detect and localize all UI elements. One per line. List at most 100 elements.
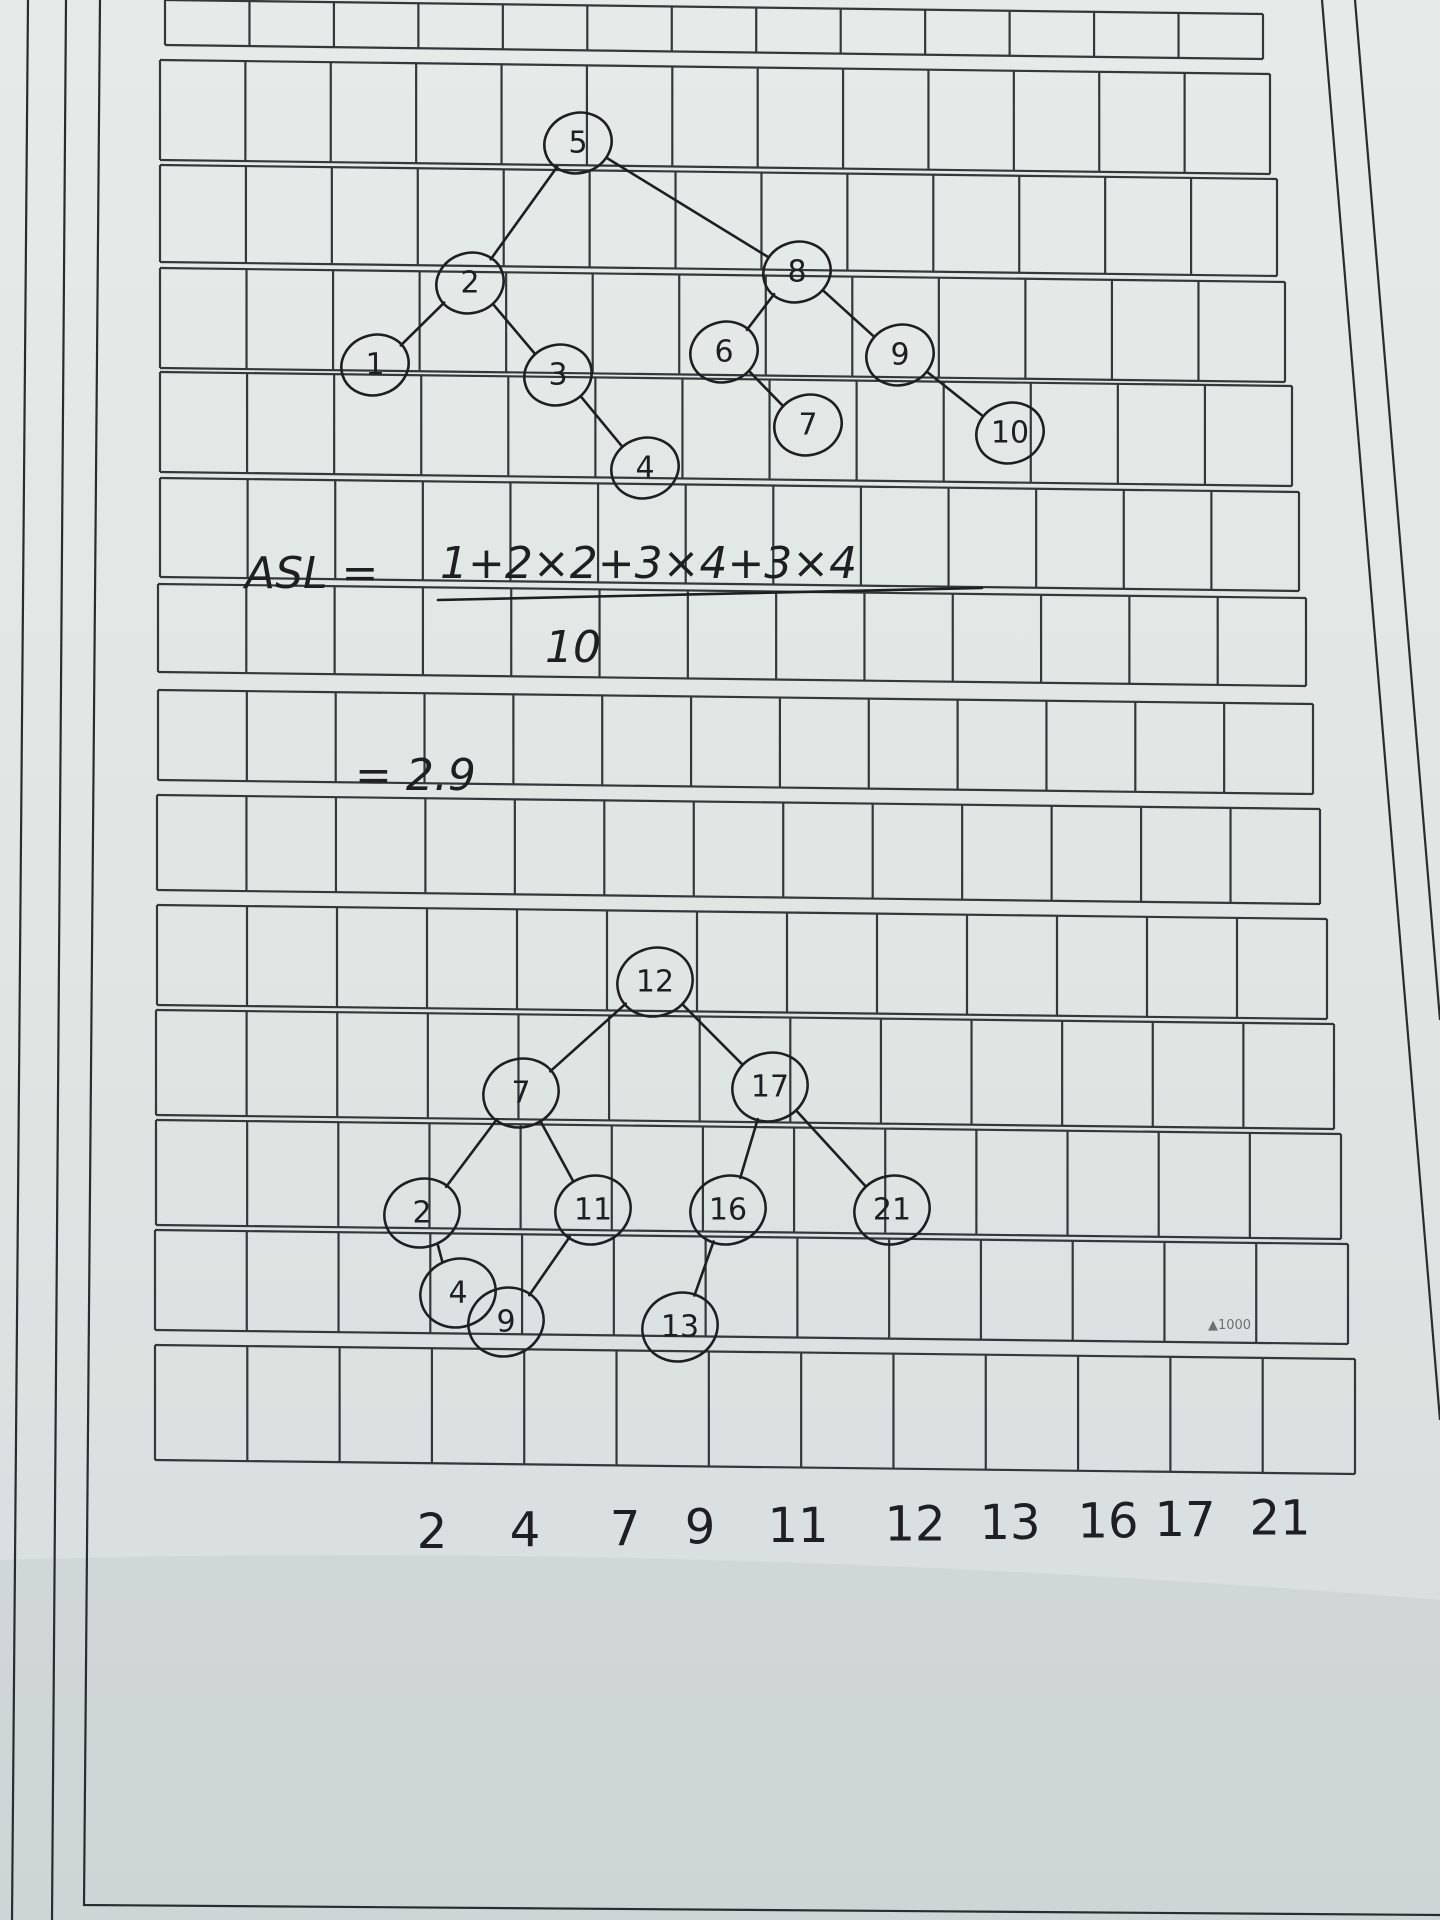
grid-row-top: [155, 1118, 1342, 1136]
formula-numerator: 1+2×2+3×4+3×4: [440, 538, 857, 589]
grid-row-top: [156, 793, 1321, 811]
tree-edge: [738, 1117, 760, 1180]
tree-node: 21: [853, 1174, 931, 1246]
node-circle: [731, 1051, 809, 1123]
tree-edge: [681, 1003, 744, 1066]
tree-node: 3: [523, 343, 593, 407]
tree-edge: [748, 370, 784, 407]
node-circle: [689, 320, 759, 384]
grid-row-bottom: [164, 43, 1264, 61]
tree-node: 10: [975, 401, 1045, 465]
grid-row-top: [159, 163, 1278, 181]
grid-row: [158, 58, 1272, 176]
sequence-value: 11: [767, 1498, 828, 1554]
sequence-value: 16: [1077, 1494, 1138, 1550]
node-label: 5: [568, 126, 587, 161]
tree-node: 11: [554, 1174, 632, 1246]
node-circle: [383, 1177, 461, 1249]
grid-row-bottom: [156, 888, 1321, 906]
grid-row-bottom: [156, 1003, 1328, 1021]
sequence-value: 17: [1154, 1492, 1215, 1548]
tree-edge: [528, 1235, 571, 1297]
grid-row-top: [159, 476, 1300, 494]
tree-edge: [548, 1002, 628, 1073]
node-circle: [689, 1174, 767, 1246]
node-circle: [616, 946, 694, 1018]
tree-node: 12: [616, 946, 694, 1018]
grid-row-bottom: [155, 1113, 1335, 1131]
tree-node: 13: [641, 1291, 719, 1363]
tree-node: 4: [419, 1257, 497, 1329]
grid-row-bottom: [159, 470, 1293, 488]
sequence-value: 21: [1249, 1491, 1310, 1547]
grid-row: [156, 582, 1308, 688]
tree-edge: [745, 292, 776, 332]
grid-row-top: [157, 582, 1307, 600]
grid-stamp: ▲1000: [1208, 1318, 1251, 1333]
node-circle: [554, 1174, 632, 1246]
tree-node: 9: [467, 1286, 545, 1358]
tree-node: 7: [482, 1057, 560, 1129]
tree-edge: [822, 289, 875, 338]
node-label: 13: [661, 1310, 699, 1345]
node-label: 8: [787, 255, 806, 290]
tree-edge: [399, 301, 446, 347]
border-line-inner: [82, 0, 1440, 1917]
page-border: [10, 0, 1440, 1920]
tree-edge: [436, 1242, 444, 1264]
grid-row: [154, 1118, 1343, 1241]
node-label: 2: [412, 1196, 431, 1231]
node-label: 1: [365, 348, 384, 383]
shadow-area: [0, 1555, 1440, 1920]
grid-row-bottom: [157, 778, 1314, 796]
grid-row-top: [157, 688, 1314, 706]
sequence-value: 7: [610, 1501, 641, 1557]
grid-row-bottom: [154, 1328, 1349, 1346]
tree-edge: [489, 165, 559, 261]
grid-row-top: [154, 1343, 1356, 1361]
grid-row-top: [155, 1008, 1335, 1026]
node-label: 16: [709, 1193, 747, 1228]
tree-node: 16: [689, 1174, 767, 1246]
formula-denominator: 10: [545, 622, 601, 673]
node-label: 10: [991, 416, 1029, 451]
writing-grid: [153, 0, 1357, 1476]
node-circle: [865, 323, 935, 387]
grid-row: [153, 1228, 1350, 1346]
border-line-outer-left: [10, 0, 30, 1920]
node-circle: [482, 1057, 560, 1129]
formula-lhs: ASL =: [242, 548, 378, 599]
sequence-value: 12: [884, 1497, 945, 1553]
grid-row-bottom: [159, 158, 1271, 176]
sequence-value: 4: [510, 1503, 541, 1559]
tree-node: 1: [340, 333, 410, 397]
node-label: 6: [714, 335, 733, 370]
grid-row-bottom: [159, 366, 1286, 384]
node-circle: [340, 333, 410, 397]
node-label: 7: [798, 408, 817, 443]
node-label: 7: [511, 1076, 530, 1111]
tree-node: 6: [689, 320, 759, 384]
sequence-value: 2: [417, 1504, 448, 1560]
node-label: 4: [448, 1276, 467, 1311]
node-label: 2: [460, 266, 479, 301]
tree-node: 7: [773, 393, 843, 457]
grid-row: [153, 1343, 1357, 1476]
grid-row: [154, 1008, 1336, 1131]
border-line-mid-left: [50, 0, 68, 1920]
node-circle: [762, 240, 832, 304]
grid-row: [155, 793, 1322, 906]
grid-row: [156, 688, 1315, 796]
grid-row: [158, 163, 1279, 278]
node-circle: [610, 436, 680, 500]
grid-row-top: [159, 370, 1293, 388]
tree-node: 9: [865, 323, 935, 387]
border-line-right-outer: [1353, 0, 1440, 1021]
tree-edge: [926, 371, 984, 417]
